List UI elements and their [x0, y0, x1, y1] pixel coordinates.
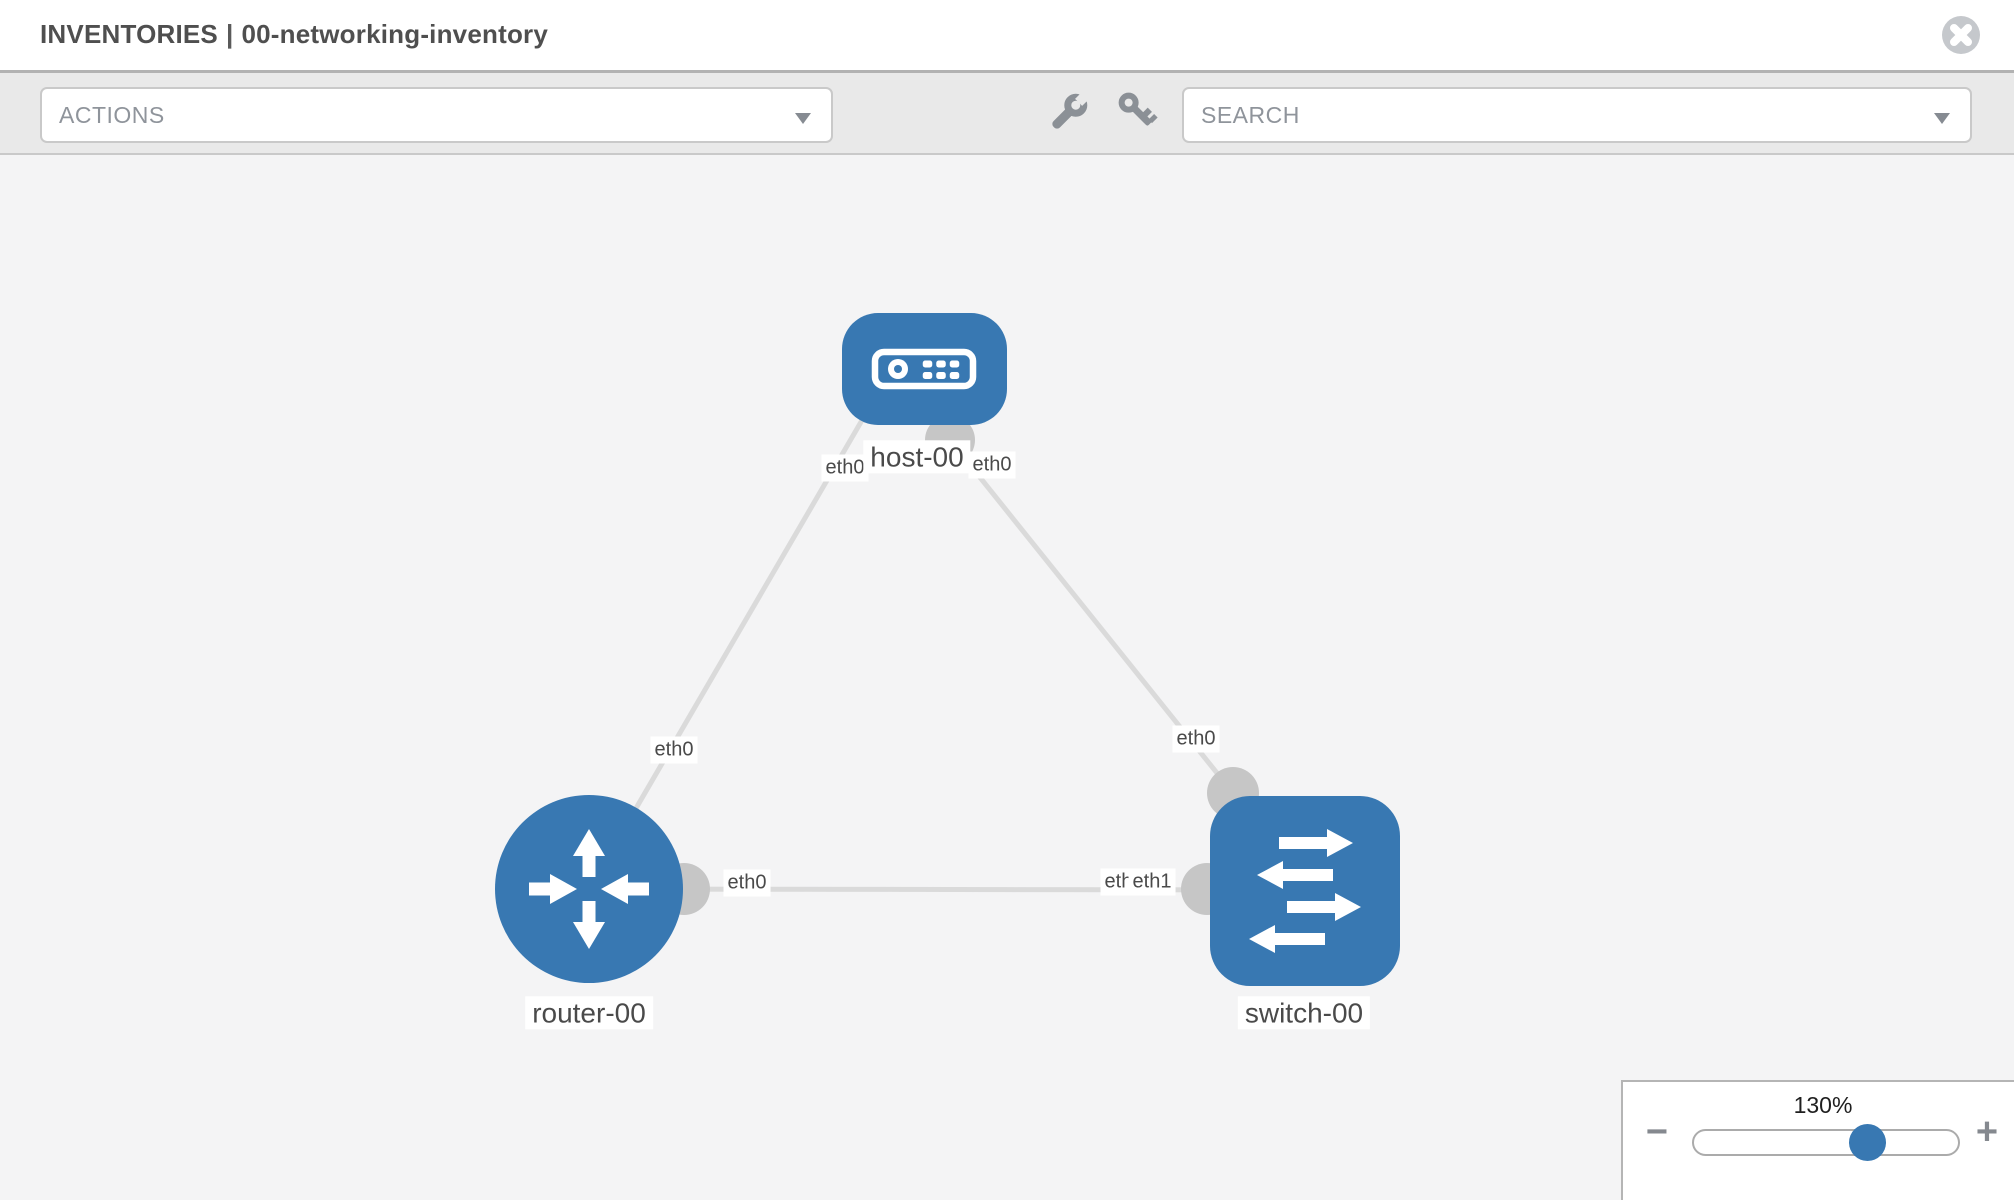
node-router-00[interactable]	[495, 795, 683, 983]
configure-tools-button[interactable]	[1040, 85, 1096, 141]
header: INVENTORIES|00-networking-inventory	[0, 0, 2014, 70]
node-host-00[interactable]	[842, 313, 1007, 425]
interface-label-switch-eth1: eth1	[1128, 868, 1176, 896]
actions-dropdown-label: ACTIONS	[59, 101, 165, 128]
node-switch-00[interactable]	[1210, 796, 1400, 986]
search-dropdown-label: SEARCH	[1201, 101, 1300, 128]
node-label-router: router-00	[525, 996, 653, 1030]
link-router-host[interactable]	[586, 353, 903, 891]
zoom-out-button[interactable]: −	[1637, 1112, 1677, 1152]
toolbar: ACTIONS	[0, 70, 2014, 155]
topology-canvas[interactable]: eth0 host-00 eth0 eth0 eth0 eth0 eth0 et…	[0, 155, 2014, 1200]
breadcrumb-section: INVENTORIES	[40, 19, 218, 49]
zoom-level-value: 130%	[1793, 1092, 1853, 1118]
interface-label-host-right: eth0	[968, 451, 1016, 479]
wrench-icon	[1052, 92, 1089, 129]
host-icon	[871, 348, 977, 390]
switch-icon	[1249, 829, 1361, 953]
zoom-slider[interactable]	[1692, 1124, 1960, 1161]
search-dropdown[interactable]: SEARCH	[1182, 87, 1972, 143]
interface-label-host-left: eth0	[821, 454, 869, 482]
page-title: INVENTORIES|00-networking-inventory	[40, 19, 548, 50]
key-icon	[1118, 92, 1158, 126]
zoom-slider-knob[interactable]	[1849, 1124, 1886, 1161]
interface-label-link-right: eth0	[1172, 725, 1220, 753]
zoom-in-button[interactable]: +	[1967, 1112, 2007, 1152]
chevron-down-icon	[795, 113, 811, 124]
interface-label-router-eth0: eth0	[723, 869, 771, 897]
breadcrumb-item: 00-networking-inventory	[241, 19, 549, 49]
interface-label-link-left: eth0	[650, 736, 698, 764]
node-label-switch: switch-00	[1237, 996, 1371, 1030]
chevron-down-icon	[1934, 113, 1950, 124]
credentials-button[interactable]	[1109, 85, 1165, 141]
actions-dropdown[interactable]: ACTIONS	[40, 87, 833, 143]
node-label-host: host-00	[863, 440, 971, 474]
breadcrumb-separator: |	[225, 19, 234, 49]
zoom-control-panel: 130% − +	[1621, 1080, 2014, 1200]
close-button[interactable]	[1936, 10, 1986, 60]
close-icon	[1942, 16, 1980, 54]
router-icon	[529, 829, 649, 949]
